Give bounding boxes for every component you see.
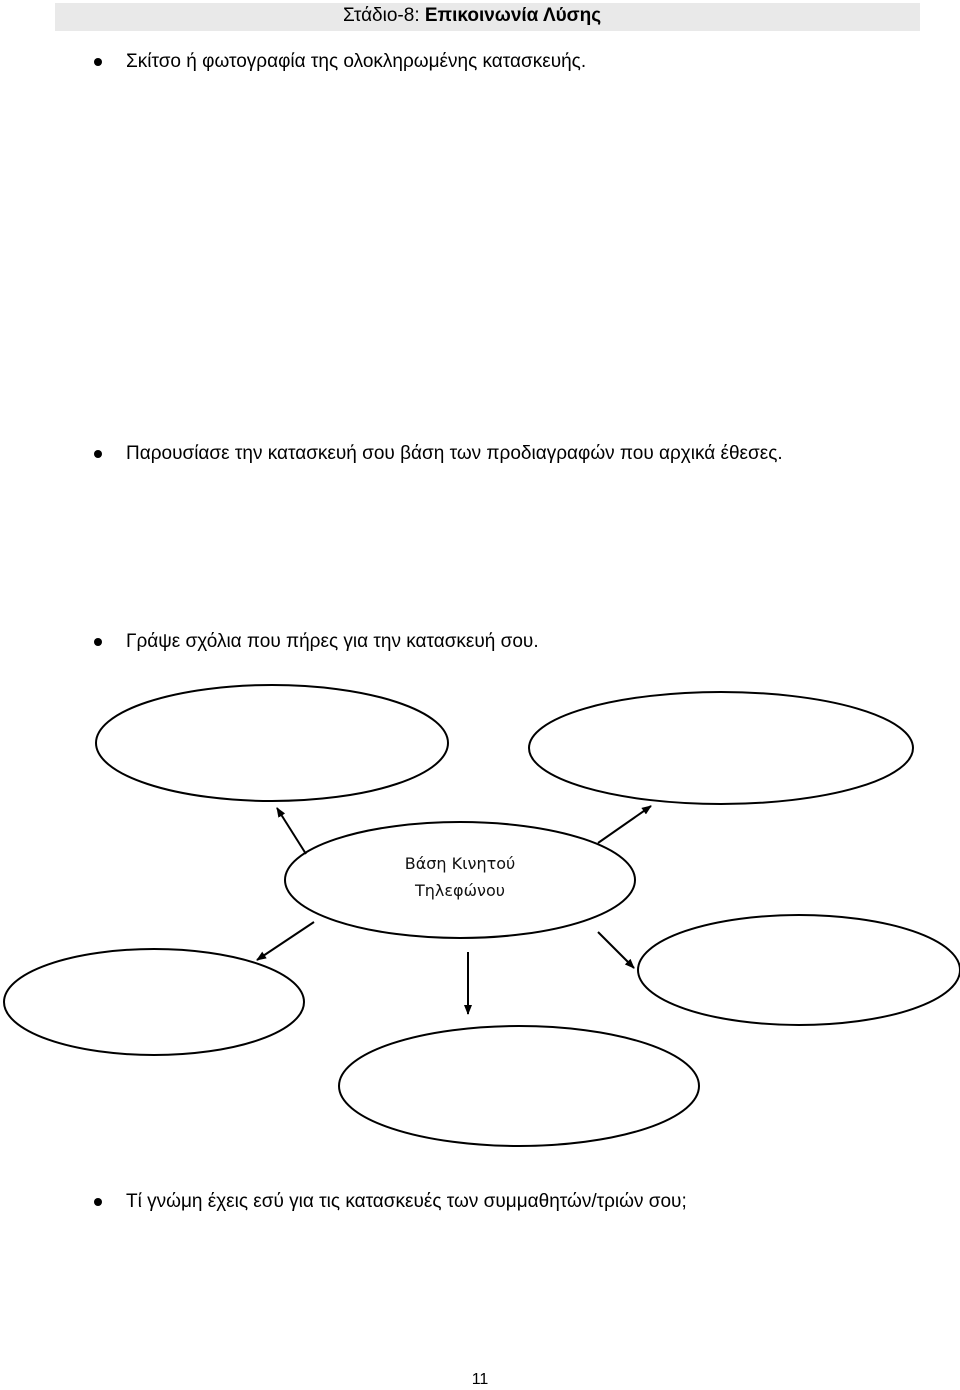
center-label-line1: Βάση Κινητού — [404, 854, 516, 873]
comment-ellipse-bottom-center[interactable] — [338, 1025, 700, 1147]
arrow-to-top-left — [276, 807, 307, 855]
header-bar — [55, 3, 920, 31]
bullet-sketch: Σκίτσο ή φωτογραφία της ολοκληρωμένης κα… — [126, 51, 587, 72]
bullet-present: Παρουσίασε την κατασκευή σου βάση των πρ… — [126, 443, 783, 464]
bullet-opinion: Τί γνώμη έχεις εσύ για τις κατασκευές τω… — [126, 1191, 687, 1212]
bullet-dot — [94, 638, 102, 646]
bullet-dot — [94, 58, 102, 66]
arrow-to-bottom-right — [597, 931, 635, 969]
center-ellipse — [284, 821, 636, 939]
bullet-dot — [94, 1198, 102, 1206]
center-label-line2: Τηλεφώνου — [415, 881, 505, 900]
arrow-to-top-right — [597, 805, 652, 844]
arrow-to-bottom-left — [256, 921, 315, 961]
stage-label: Στάδιο-8: — [343, 5, 420, 26]
comment-ellipse-top-left[interactable] — [95, 684, 449, 802]
comment-ellipse-bottom-left[interactable] — [3, 948, 305, 1056]
stage-topic: Επικοινωνία Λύσης — [424, 5, 602, 26]
comment-ellipse-bottom-right[interactable] — [637, 914, 960, 1026]
bullet-dot — [94, 450, 102, 458]
center-label: Βάση Κινητού Τηλεφώνου — [360, 850, 560, 904]
page-number: 11 — [471, 1371, 489, 1388]
comment-ellipse-top-right[interactable] — [528, 691, 914, 805]
page-header: Στάδιο-8: Επικοινωνία Λύσης — [343, 4, 601, 28]
bullet-comments: Γράψε σχόλια που πήρες για την κατασκευή… — [126, 631, 539, 652]
